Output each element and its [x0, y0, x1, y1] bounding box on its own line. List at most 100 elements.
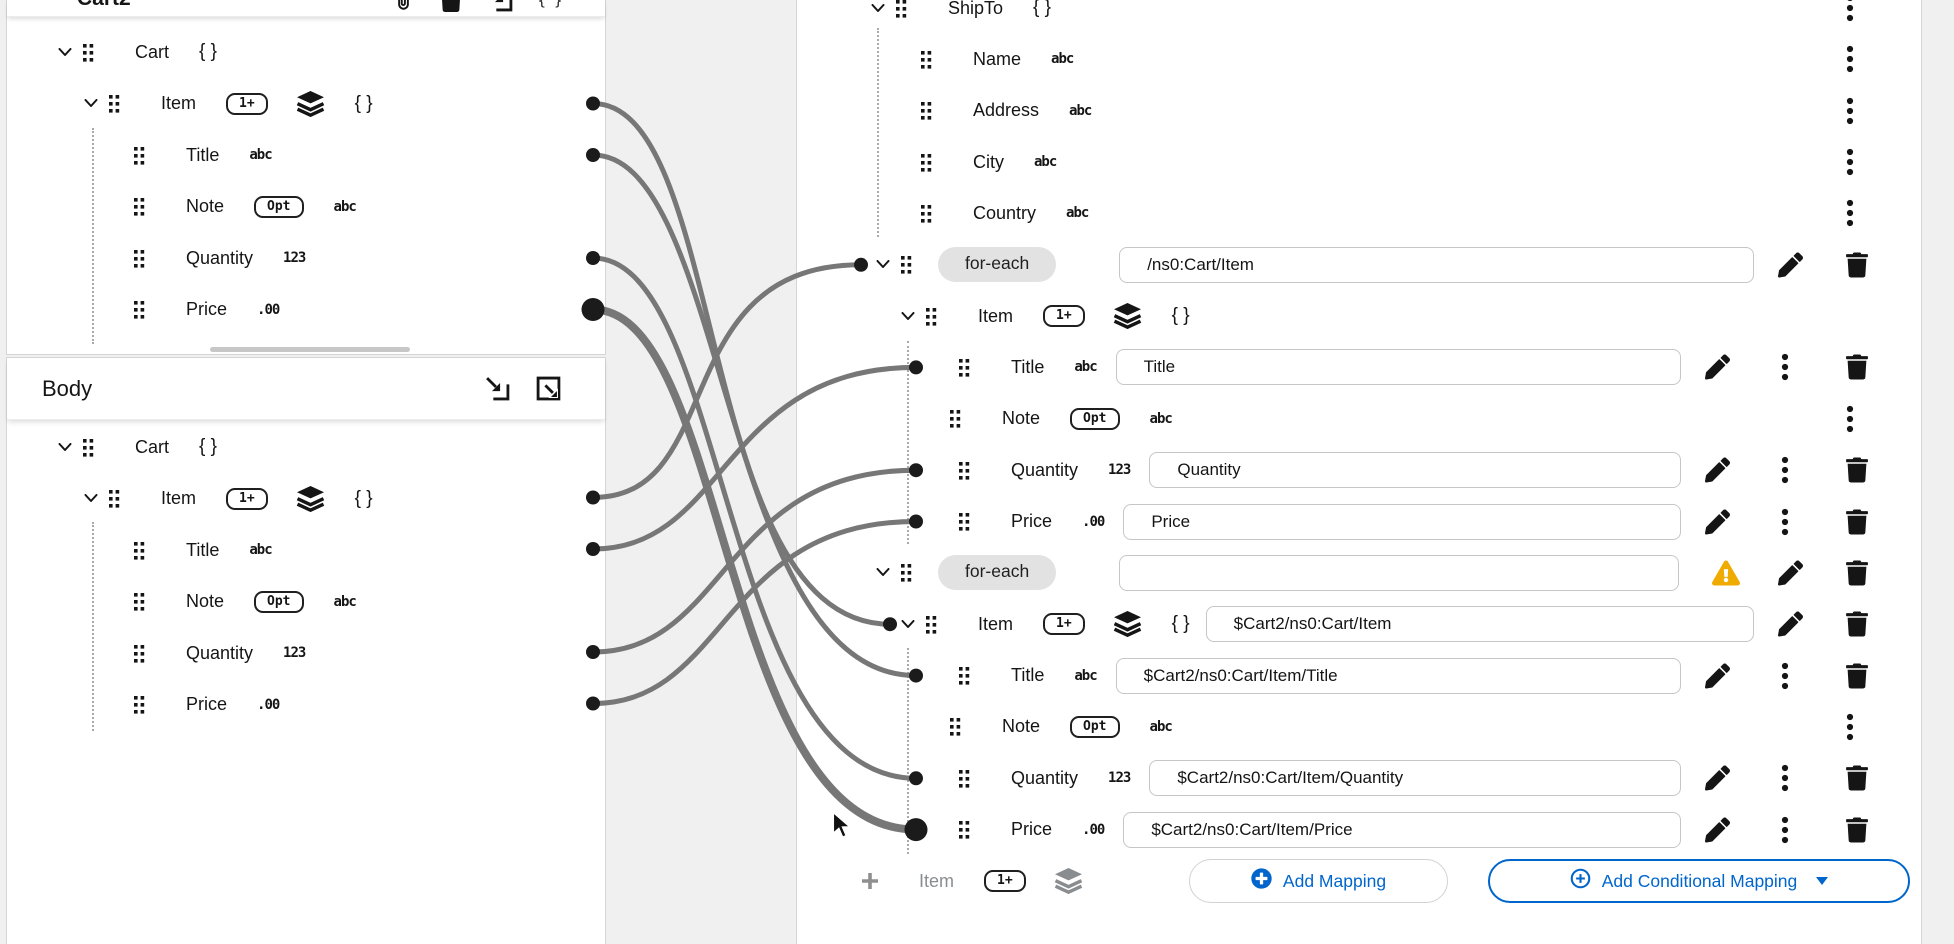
kebab-icon[interactable]	[1844, 403, 1856, 435]
plus-icon[interactable]	[861, 872, 879, 890]
trash-icon[interactable]	[1844, 353, 1870, 382]
kebab-icon[interactable]	[1779, 814, 1791, 846]
import-icon[interactable]	[488, 0, 513, 12]
xpath-expression-input[interactable]	[1149, 760, 1681, 797]
grip-icon[interactable]	[132, 146, 146, 165]
chevron-down-icon[interactable]	[58, 442, 72, 452]
grip-icon[interactable]	[132, 249, 146, 268]
chevron-down-icon[interactable]	[58, 47, 72, 57]
mapping-wire[interactable]	[592, 255, 917, 781]
kebab-icon[interactable]	[1844, 0, 1856, 24]
grip-icon[interactable]	[919, 50, 933, 69]
trash-icon[interactable]	[1844, 661, 1870, 690]
kebab-icon[interactable]	[1844, 197, 1856, 229]
wire-endpoint-dot[interactable]	[586, 490, 600, 505]
export-icon[interactable]	[536, 376, 561, 401]
mapping-wire[interactable]	[592, 305, 917, 834]
wire-endpoint-dot[interactable]	[854, 257, 868, 272]
chevron-down-icon[interactable]	[901, 619, 915, 629]
import-icon[interactable]	[485, 376, 510, 401]
kebab-icon[interactable]	[1844, 146, 1856, 178]
grip-icon[interactable]	[957, 358, 971, 377]
xpath-expression-input[interactable]	[1119, 554, 1679, 591]
grip-icon[interactable]	[919, 101, 933, 120]
wire-endpoint-dot[interactable]	[909, 668, 923, 683]
trash-icon[interactable]	[1844, 250, 1870, 279]
pencil-icon[interactable]	[1703, 507, 1732, 536]
mapping-wire[interactable]	[592, 519, 917, 706]
chevron-down-icon[interactable]	[84, 494, 98, 503]
grip-icon[interactable]	[948, 717, 962, 736]
grip-icon[interactable]	[107, 94, 121, 113]
xpath-expression-input[interactable]	[1115, 657, 1681, 694]
row-t-foreach2[interactable]: for-each	[797, 553, 1921, 593]
wire-endpoint-dot[interactable]	[586, 645, 600, 659]
grip-icon[interactable]	[957, 512, 971, 531]
chevron-down-icon[interactable]	[901, 311, 915, 321]
mapping-wire[interactable]	[592, 152, 917, 679]
wire-endpoint-dot[interactable]	[581, 298, 605, 321]
pencil-icon[interactable]	[1776, 558, 1805, 587]
xpath-expression-input[interactable]	[1119, 246, 1754, 283]
pencil-icon[interactable]	[1703, 353, 1732, 382]
row-t-price1[interactable]: Price.00	[797, 502, 1921, 542]
wire-endpoint-dot[interactable]	[586, 696, 600, 711]
grip-icon[interactable]	[132, 541, 146, 560]
grip-icon[interactable]	[957, 820, 971, 839]
paperclip-icon[interactable]	[393, 0, 414, 12]
xpath-expression-input[interactable]	[1205, 606, 1754, 643]
trash-icon[interactable]	[1844, 610, 1870, 639]
kebab-icon[interactable]	[1779, 762, 1791, 794]
grip-icon[interactable]	[894, 0, 908, 18]
grip-icon[interactable]	[957, 769, 971, 788]
grip-icon[interactable]	[919, 153, 933, 172]
grip-icon[interactable]	[132, 644, 146, 663]
grip-icon[interactable]	[948, 409, 962, 428]
kebab-icon[interactable]	[1844, 95, 1856, 127]
kebab-icon[interactable]	[1779, 660, 1791, 692]
row-t-price2[interactable]: Price.00	[797, 810, 1921, 850]
braces-icon[interactable]: { }	[538, 0, 563, 12]
xpath-expression-input[interactable]	[1115, 349, 1681, 386]
kebab-icon[interactable]	[1844, 43, 1856, 75]
grip-icon[interactable]	[132, 695, 146, 714]
add-mapping-button[interactable]: Add Mapping	[1189, 859, 1448, 903]
trash-icon[interactable]	[1844, 558, 1870, 587]
wire-endpoint-dot[interactable]	[909, 771, 923, 786]
row-body-cart[interactable]: Cart{ }	[7, 427, 605, 467]
xpath-expression-input[interactable]	[1123, 811, 1681, 848]
trash-icon[interactable]	[1844, 764, 1870, 793]
wire-endpoint-dot[interactable]	[586, 148, 600, 162]
wire-endpoint-dot[interactable]	[909, 514, 923, 529]
kebab-icon[interactable]	[1779, 351, 1791, 383]
pencil-icon[interactable]	[1703, 815, 1732, 844]
grip-icon[interactable]	[957, 461, 971, 480]
mapping-wire[interactable]	[592, 262, 862, 500]
pencil-icon[interactable]	[1776, 250, 1805, 279]
pencil-icon[interactable]	[1703, 456, 1732, 485]
grip-icon[interactable]	[957, 666, 971, 685]
trash-icon[interactable]	[1844, 815, 1870, 844]
kebab-icon[interactable]	[1844, 711, 1856, 743]
pencil-icon[interactable]	[1703, 661, 1732, 690]
horizontal-scrollbar-thumb[interactable]	[210, 347, 410, 352]
wire-endpoint-dot[interactable]	[909, 360, 923, 375]
row-t-shipto[interactable]: ShipTo{ }	[797, 0, 1921, 28]
